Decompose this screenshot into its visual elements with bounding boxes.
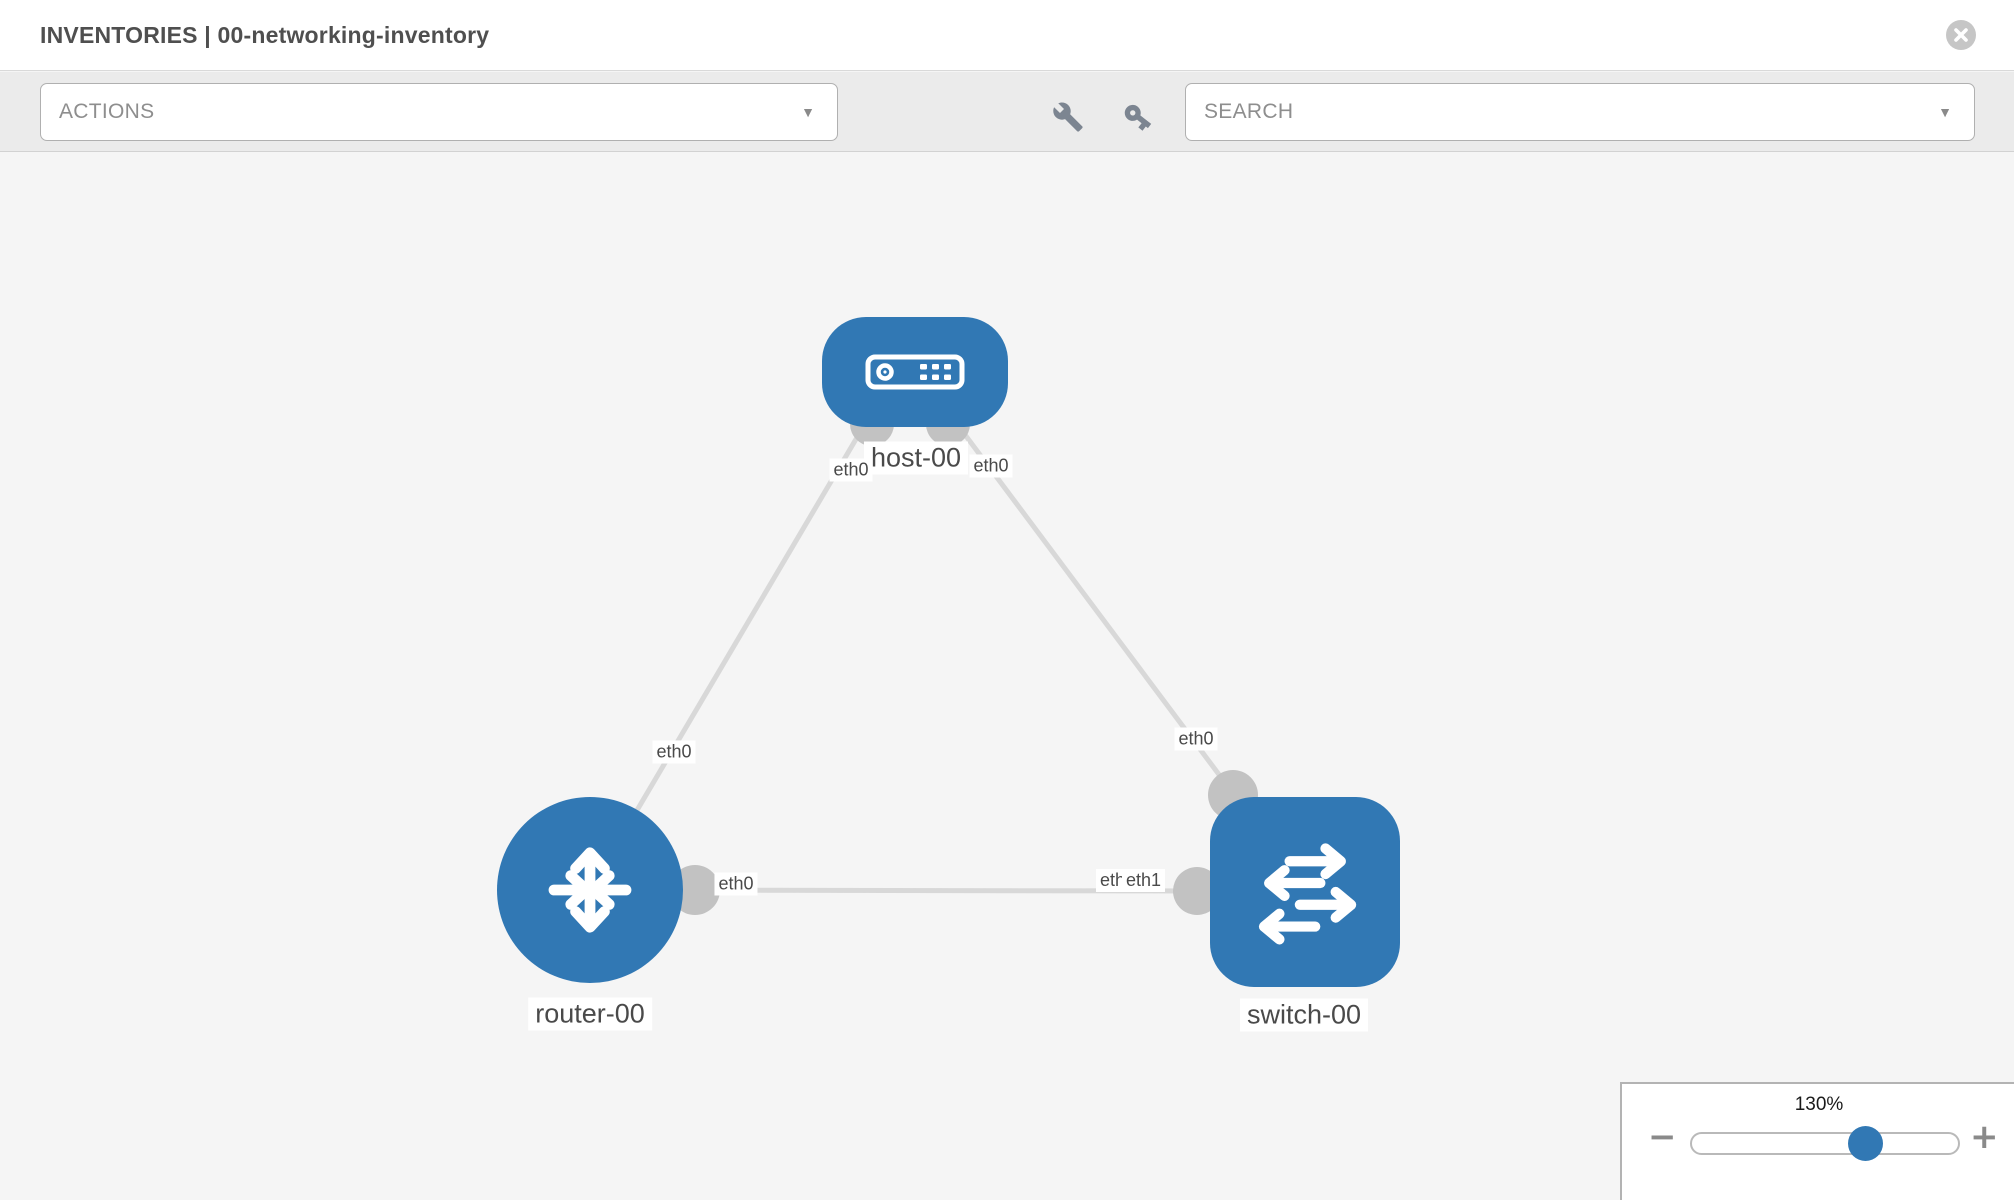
switch-icon [1258,843,1357,945]
breadcrumb-header: INVENTORIES | 00-networking-inventory [0,0,2014,71]
node-label-host: host-00 [863,441,969,475]
node-label-router: router-00 [528,997,652,1031]
zoom-slider-track[interactable] [1690,1132,1960,1155]
link-endpoint [670,865,720,915]
link-endpoint [1173,867,1221,915]
close-button[interactable] [1946,20,1976,50]
interface-label-switch-to-router: eth1 [1122,869,1166,892]
node-host-00[interactable] [822,317,1008,427]
close-icon [1954,28,1968,42]
actions-dropdown-label: ACTIONS [59,100,155,123]
chevron-down-icon: ▼ [1938,104,1952,120]
search-placeholder: SEARCH [1204,100,1294,123]
wrench-icon [1053,102,1083,132]
toolbar: ACTIONS ▼ SEARCH ▼ [0,72,2014,152]
configure-button[interactable] [1046,95,1090,139]
topology-canvas[interactable]: host-00 router-00 switch-00 eth0 eth0 et… [0,152,2014,1200]
page-title: INVENTORIES | 00-networking-inventory [40,22,490,48]
zoom-in-button[interactable]: + [1970,1117,1999,1157]
interface-label-host-to-router: eth0 [829,458,873,482]
interface-label-router-to-switch: eth0 [714,872,758,896]
topology-links-layer [587,402,1258,915]
zoom-slider-thumb[interactable] [1848,1126,1883,1161]
interface-label-host-to-switch: eth0 [969,454,1013,478]
host-icon [865,354,965,390]
credentials-button[interactable] [1116,95,1160,139]
search-dropdown[interactable]: SEARCH ▼ [1185,83,1975,141]
interface-label-switch-to-host: eth0 [1174,727,1218,751]
zoom-out-button[interactable]: − [1648,1117,1677,1157]
node-switch-00[interactable] [1210,797,1400,987]
key-icon [1124,104,1152,131]
zoom-level-value: 130% [1794,1094,1844,1115]
chevron-down-icon: ▼ [801,104,815,120]
router-icon [548,847,632,933]
node-router-00[interactable] [497,797,683,983]
node-label-switch: switch-00 [1239,998,1369,1032]
zoom-control-panel: 130% − + [1620,1082,2014,1200]
interface-label-router-to-host: eth0 [652,740,696,764]
actions-dropdown[interactable]: ACTIONS ▼ [40,83,838,141]
